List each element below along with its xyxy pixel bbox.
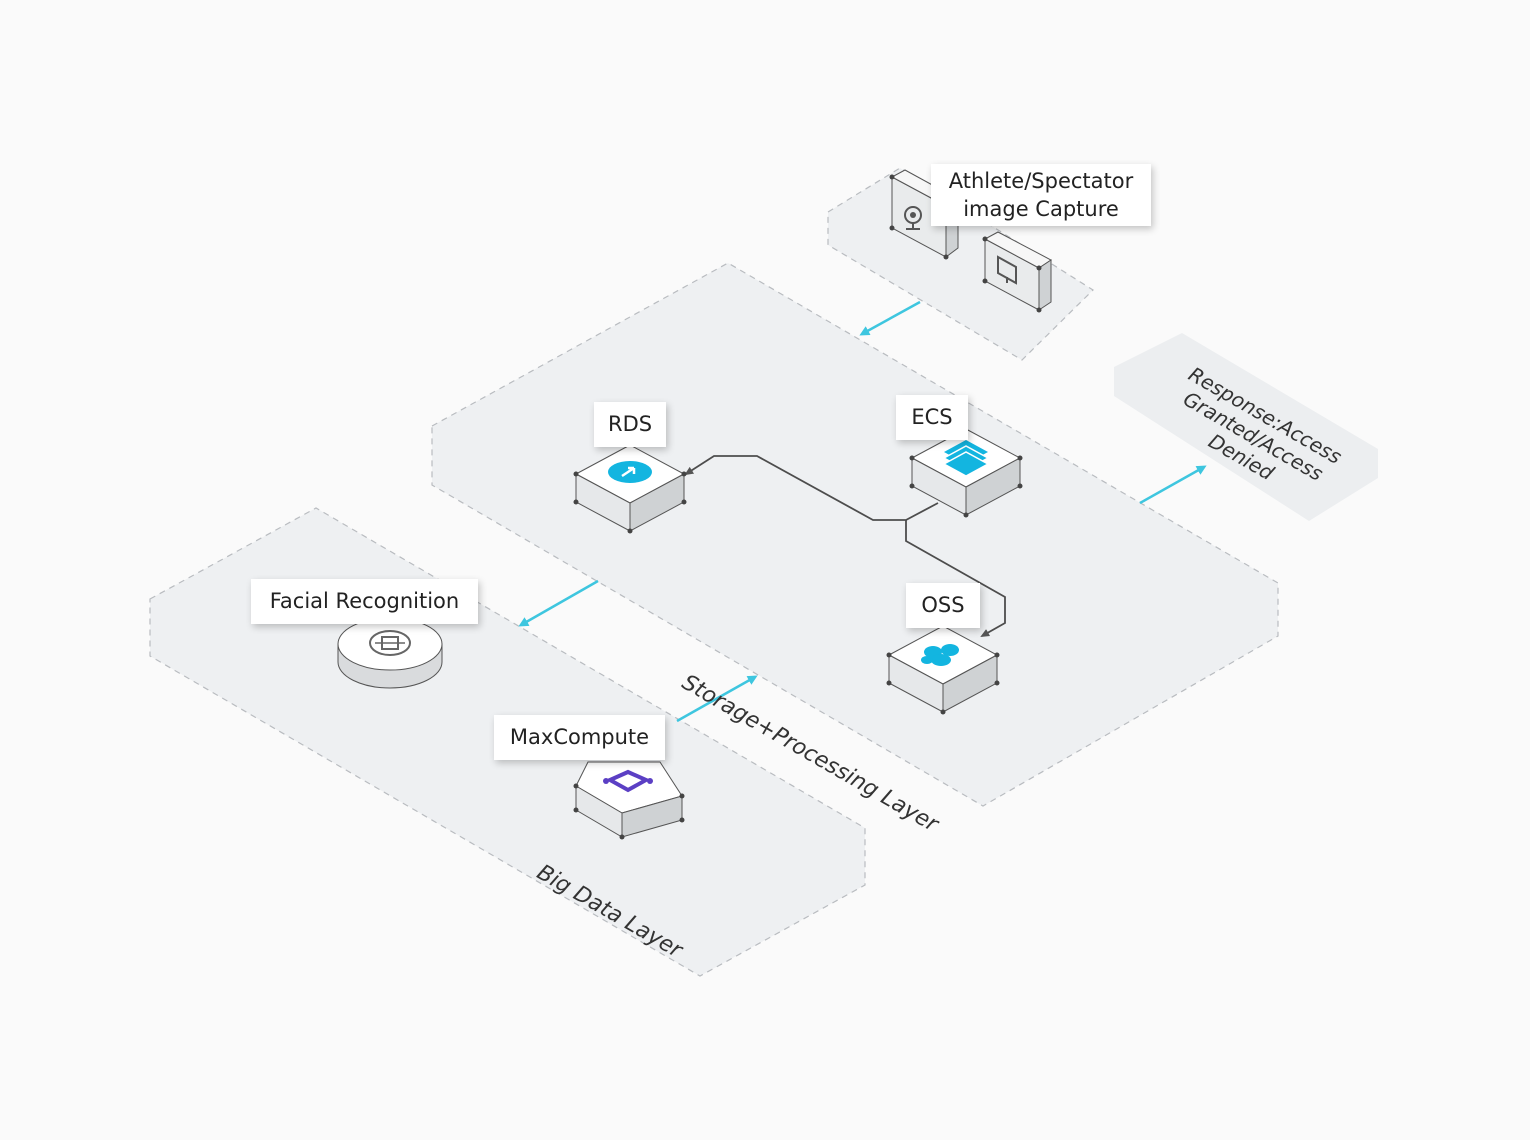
- ecs-node[interactable]: [910, 428, 1022, 516]
- corner-dots: [573, 174, 1042, 840]
- facial-recognition-label: Facial Recognition: [251, 579, 478, 624]
- storage-to-response-arrow: [1139, 465, 1207, 505]
- monitor-device: [983, 231, 1052, 311]
- response-zone: [1114, 333, 1378, 521]
- bigdata-to-storage-arrow: [676, 675, 758, 723]
- oss-label: OSS: [906, 583, 980, 628]
- facial-recognition-node[interactable]: [337, 617, 443, 689]
- ecs-to-oss-connector: [905, 520, 1006, 637]
- display-icon: [997, 255, 1017, 285]
- database-icon: [608, 461, 652, 483]
- maxcompute-node[interactable]: [575, 761, 683, 838]
- rds-label: RDS: [594, 402, 666, 447]
- ecs-to-rds-connector: [684, 455, 939, 521]
- rds-node[interactable]: [574, 444, 686, 532]
- maxcompute-label: MaxCompute: [494, 715, 665, 760]
- webcam-icon: [904, 206, 922, 230]
- cloud-storage-icon: [921, 644, 959, 666]
- oss-node[interactable]: [887, 625, 999, 713]
- compute-icon: [603, 769, 653, 793]
- face-scan-icon: [369, 630, 411, 656]
- storage-to-bigdata-arrow: [518, 579, 599, 627]
- storage-processing-zone: [431, 262, 1279, 807]
- ecs-label: ECS: [896, 395, 968, 440]
- capture-to-storage-arrow: [859, 300, 921, 336]
- server-icon: [942, 440, 990, 477]
- capture-label: Athlete/Spectator image Capture: [931, 164, 1151, 226]
